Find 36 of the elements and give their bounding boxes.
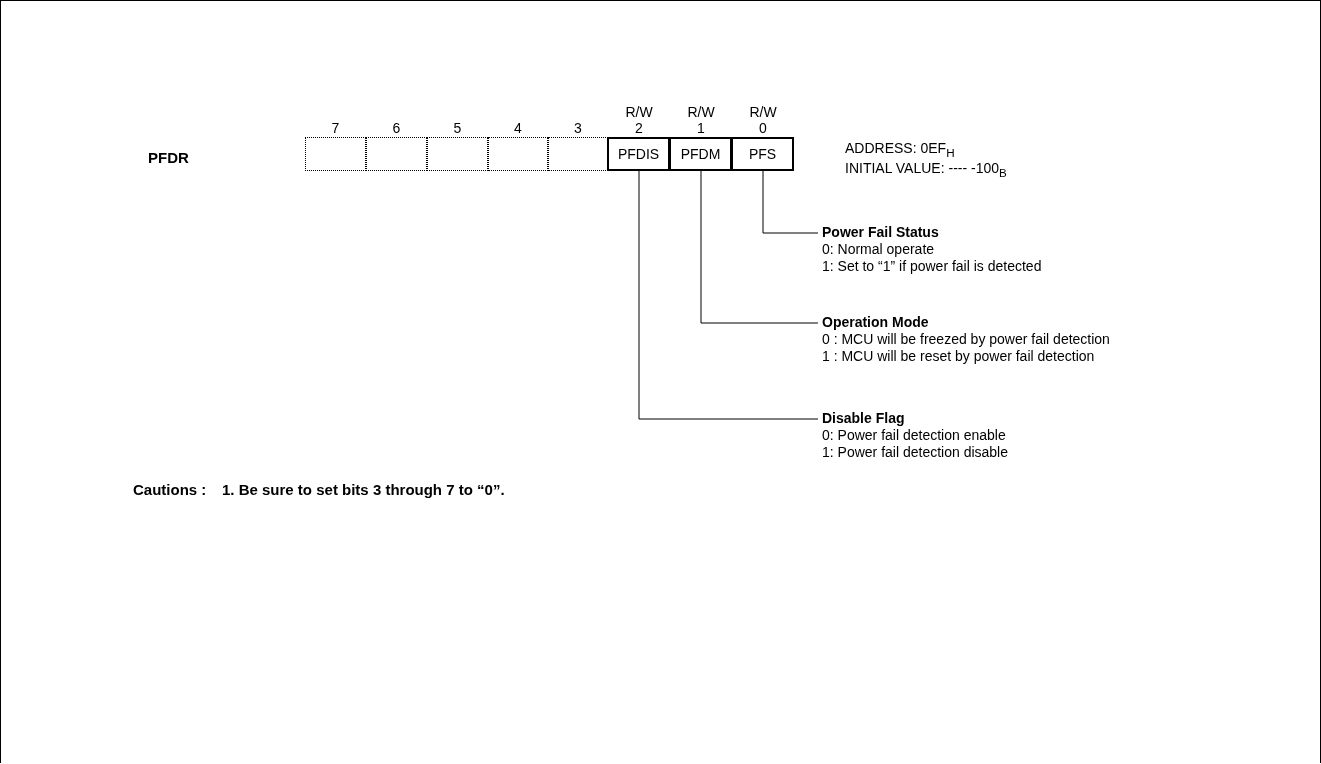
reserved-bit-cell: [366, 137, 427, 171]
caution-note: 1. Be sure to set bits 3 through 7 to “0”.: [222, 482, 505, 498]
reserved-bit-cell: [548, 137, 608, 171]
access-type: R/W: [749, 104, 777, 120]
register-name: PFDR: [148, 150, 189, 166]
reserved-bit-cell: [427, 137, 488, 171]
field-title: Disable Flag: [822, 410, 906, 427]
bit-number: 0: [759, 120, 767, 136]
leader-line: [700, 170, 819, 324]
field-title: Power Fail Status: [822, 224, 940, 241]
bit-value-description: 0: Power fail detection enable: [822, 427, 1007, 444]
bit-number: 2: [635, 120, 643, 136]
reserved-bit-cell: [305, 137, 366, 171]
bit-number: 3: [574, 120, 582, 136]
leader-line: [762, 170, 819, 234]
bit-value-description: 1: Set to “1” if power fail is detected: [822, 258, 1042, 275]
initial-value-note: INITIAL VALUE: ---- -100$_{B}$: [845, 160, 1007, 181]
bit-cell: PFDIS: [607, 137, 670, 171]
bit-value-description: 1 : MCU will be reset by power fail detection: [822, 348, 1096, 365]
leader-line: [638, 170, 819, 420]
reserved-bit-cell: [488, 137, 548, 171]
bit-number: 4: [514, 120, 522, 136]
bit-value-description: 0: Normal operate: [822, 241, 936, 258]
address-note: ADDRESS: 0EF$_{H}$: [845, 140, 955, 161]
field-title: Operation Mode: [822, 314, 930, 331]
bit-number: 6: [392, 120, 401, 136]
bit-cell: PFDM: [669, 137, 732, 171]
bit-number: 1: [697, 120, 705, 136]
access-type: R/W: [625, 104, 653, 120]
access-type: R/W: [687, 104, 715, 120]
bit-number: 5: [453, 120, 462, 136]
bit-value-description: 1: Power fail detection disable: [822, 444, 1008, 461]
bit-cell: PFS: [731, 137, 794, 171]
bit-number: 7: [331, 120, 340, 136]
caution-heading: Cautions :: [133, 482, 207, 498]
bit-value-description: 0 : MCU will be freezed by power fail detection: [822, 331, 1110, 348]
